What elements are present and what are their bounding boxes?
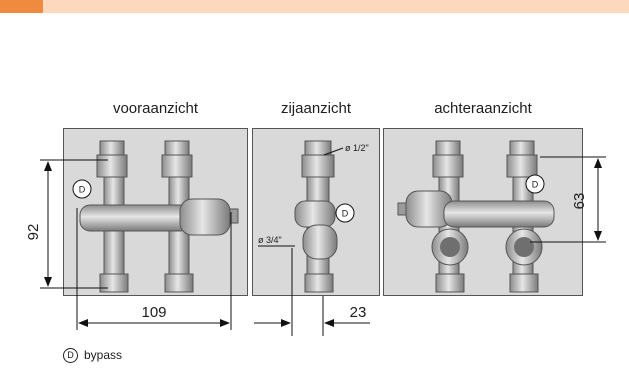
svg-text:D: D xyxy=(532,180,539,190)
front-view-photo xyxy=(63,128,248,296)
side-valve-drawing xyxy=(294,140,338,293)
dim-92-label: 92 xyxy=(25,224,42,241)
dim-63-label: 63 xyxy=(571,193,588,210)
bypass-marker-back: D xyxy=(525,174,545,194)
header-accent xyxy=(0,0,43,13)
thread-top-label: ø 1/2" xyxy=(345,143,369,153)
thread-side-label: ø 3/4" xyxy=(258,235,282,245)
header-band xyxy=(0,0,629,13)
back-view-photo xyxy=(383,128,583,296)
bypass-marker-front: D xyxy=(72,179,92,199)
legend-bypass-label: bypass xyxy=(84,348,123,362)
bypass-marker-side: D xyxy=(335,203,355,223)
side-view-photo xyxy=(252,128,380,296)
dim-23-label: 23 xyxy=(350,304,367,321)
legend: D bypass xyxy=(63,345,122,365)
front-valve-drawing xyxy=(79,140,239,293)
title-back-view: achteraanzicht xyxy=(434,100,532,117)
svg-text:D: D xyxy=(79,185,86,195)
svg-text:D: D xyxy=(342,209,349,219)
back-valve-drawing xyxy=(397,140,555,293)
title-front-view: vooraanzicht xyxy=(112,100,199,117)
leader-thread-top xyxy=(323,147,344,156)
legend-bypass-symbol: D xyxy=(63,347,78,363)
title-side-view: zijaanzicht xyxy=(280,100,352,117)
dim-109-label: 109 xyxy=(141,304,166,321)
